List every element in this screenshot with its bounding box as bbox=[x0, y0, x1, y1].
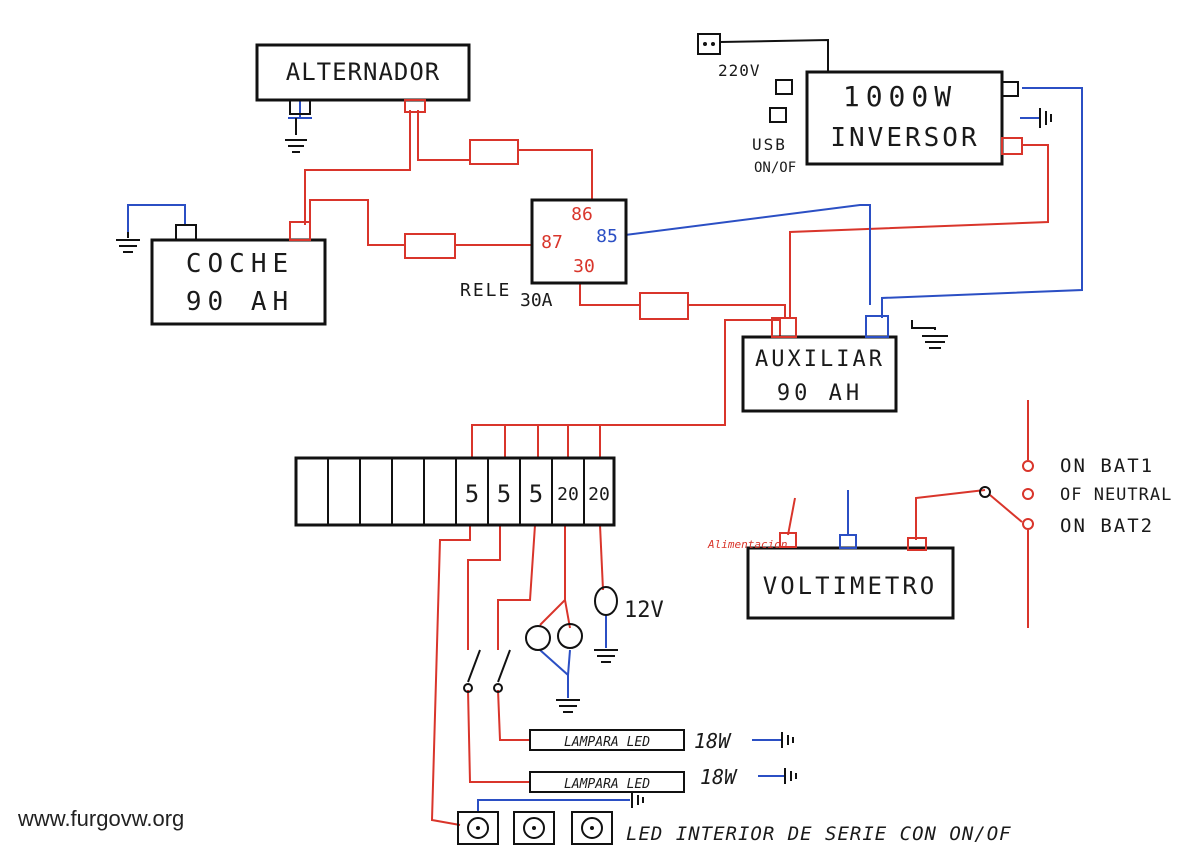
voltimetro-feed-label: Alimentacion bbox=[707, 538, 787, 551]
coche-capacity: 90 AH bbox=[186, 287, 294, 317]
wire-volt-feed bbox=[787, 497, 796, 536]
usb-port-1 bbox=[775, 79, 793, 95]
usb-port-2 bbox=[769, 107, 787, 123]
voltimetro-block: VOLTIMETRO Alimentacion bbox=[707, 532, 955, 620]
wire-volt-switch bbox=[915, 489, 986, 540]
fuse-slot-2: 5 bbox=[497, 480, 511, 508]
relay-pin-30: 30 bbox=[573, 256, 595, 277]
relay-pin-86: 86 bbox=[571, 204, 593, 225]
ground-coche bbox=[116, 232, 140, 253]
lamp-2: LAMPARA LED 18W bbox=[529, 765, 738, 793]
interior-leds: LED INTERIOR DE SERIE CON ON/OF bbox=[457, 811, 1012, 845]
wire-out-3 bbox=[497, 524, 536, 650]
wire-lamp1 bbox=[497, 689, 530, 741]
ground-auxiliar bbox=[911, 320, 948, 349]
fuse-slot-4: 20 bbox=[557, 484, 579, 505]
wire-relay85 bbox=[624, 204, 871, 305]
fuse-relay87 bbox=[404, 233, 456, 259]
ground-12v bbox=[594, 649, 618, 663]
wire-neg-coche bbox=[127, 204, 186, 232]
ground-lamp1 bbox=[781, 732, 794, 748]
ground-inversor bbox=[1039, 108, 1052, 128]
inversor-block: 1000W INVERSOR bbox=[805, 70, 1023, 166]
auxiliar-label: AUXILIAR bbox=[755, 347, 885, 372]
battery-selector-switch: ON BAT1 OF NEUTRAL ON BAT2 bbox=[979, 455, 1172, 537]
fuse-slot-5: 20 bbox=[588, 484, 610, 505]
voltimetro-label: VOLTIMETRO bbox=[763, 572, 938, 600]
wire-out-2 bbox=[467, 525, 501, 650]
switch-pos-3: ON BAT2 bbox=[1060, 515, 1154, 537]
coche-battery: COCHE 90 AH bbox=[150, 221, 327, 326]
fuse-box: 5 5 5 20 20 bbox=[294, 456, 616, 527]
bulbs: 12V bbox=[525, 586, 664, 651]
leds-label: LED INTERIOR DE SERIE CON ON/OF bbox=[626, 823, 1012, 845]
lamp1-label: LAMPARA LED bbox=[564, 735, 650, 750]
relay-pin-87: 87 bbox=[541, 232, 563, 253]
lamp-1: LAMPARA LED 18W bbox=[529, 729, 732, 753]
ground-leds bbox=[631, 792, 644, 808]
ground-lamp2 bbox=[784, 768, 797, 784]
wire-neg-leds bbox=[477, 799, 630, 812]
alternador-label: ALTERNADOR bbox=[286, 58, 441, 86]
fuse-slot-3: 5 bbox=[529, 480, 543, 508]
switch-pos-1: ON BAT1 bbox=[1060, 455, 1154, 477]
ground-bulbs bbox=[556, 699, 580, 713]
coche-label: COCHE bbox=[186, 249, 294, 279]
lamp1-power: 18W bbox=[694, 729, 732, 753]
switch-pos-2: OF NEUTRAL bbox=[1060, 485, 1172, 505]
relay-rating: 30A bbox=[520, 290, 553, 311]
lamp2-label: LAMPARA LED bbox=[564, 777, 650, 792]
wire-neg-inversor bbox=[881, 87, 1083, 318]
wire-fuse-relay86 bbox=[518, 149, 593, 205]
inversor-name: INVERSOR bbox=[830, 123, 979, 153]
relay-block: 86 87 85 30 RELE 30A bbox=[460, 198, 628, 311]
wire-fusebox-branch bbox=[504, 425, 601, 458]
wire-out-5 bbox=[599, 524, 604, 591]
watermark: www.furgovw.org bbox=[17, 806, 184, 831]
inversor-power: 1000W bbox=[843, 80, 957, 113]
alternador-block: ALTERNADOR bbox=[255, 43, 471, 115]
relay-label: RELE bbox=[460, 280, 511, 301]
fuse-relay30 bbox=[639, 292, 689, 320]
wire-lamp2 bbox=[467, 689, 530, 783]
fuse-slot-1: 5 bbox=[465, 480, 479, 508]
wire-relay30-fuse3 bbox=[579, 280, 640, 306]
wire-inversor-auxiliar bbox=[789, 144, 1049, 318]
switch-label: ON/OF bbox=[754, 160, 796, 176]
lamp2-power: 18W bbox=[700, 765, 738, 789]
relay-pin-85: 85 bbox=[596, 226, 618, 247]
wire-out-4 bbox=[539, 525, 571, 629]
auxiliar-capacity: 90 AH bbox=[777, 381, 863, 406]
switches bbox=[463, 649, 511, 693]
wire-coche-fuse2 bbox=[309, 199, 405, 246]
bulb-12v-label: 12V bbox=[624, 598, 664, 623]
wire-out-1 bbox=[430, 525, 471, 826]
switch-lever bbox=[989, 494, 1023, 523]
auxiliar-battery: AUXILIAR 90 AH bbox=[741, 315, 898, 413]
wire-fuse3-auxiliar bbox=[688, 304, 786, 318]
fuse-alternador bbox=[469, 139, 519, 165]
wire-alternador-coche bbox=[304, 110, 411, 225]
wire-220v bbox=[719, 38, 829, 75]
inversor-outlets: 220V USB ON/OF bbox=[697, 33, 796, 176]
outlet-220v-label: 220V bbox=[718, 61, 761, 80]
wire-alternador-fuse bbox=[417, 110, 470, 161]
wire-neg-bulbs bbox=[539, 649, 571, 698]
wire-auxiliar-fusebox bbox=[471, 319, 781, 458]
usb-label: USB bbox=[752, 135, 787, 154]
